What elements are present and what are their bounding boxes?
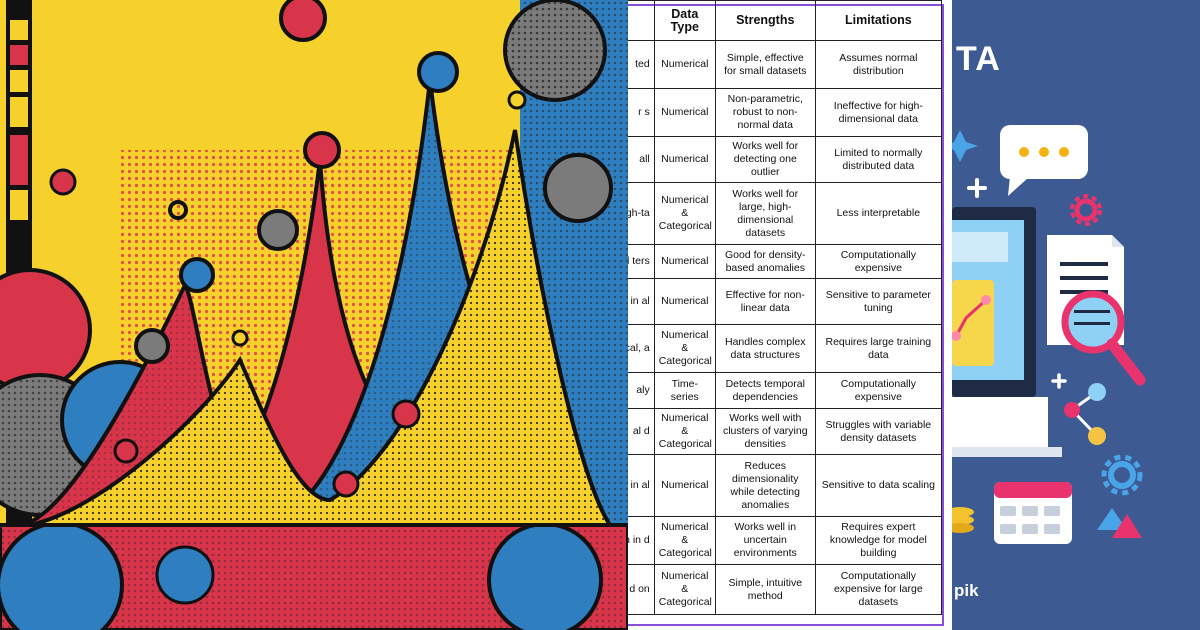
cell-method: n in d <box>628 516 655 565</box>
chat-bubble-icon <box>1000 125 1088 196</box>
calendar-icon <box>994 482 1072 544</box>
cell-data-type: Numerical & Categorical <box>653 182 716 245</box>
cell-strengths: Simple, intuitive method <box>714 564 816 615</box>
cell-limitations: Less interpretable <box>814 182 943 245</box>
cell-data-type: Numerical & Categorical <box>653 324 716 373</box>
cell-method: aly <box>628 372 655 409</box>
cell-method: d on <box>628 564 655 615</box>
cell-limitations: Struggles with variable density datasets <box>814 408 943 455</box>
cell-data-type: Numerical & Categorical <box>653 408 716 455</box>
cell-strengths: Simple, effective for small datasets <box>714 40 816 89</box>
cell-method: l ters <box>628 244 655 279</box>
cell-strengths: Works well with clusters of varying dens… <box>714 408 816 455</box>
cell-strengths: Reduces dimensionality while detecting a… <box>714 454 816 517</box>
plus-icon-2 <box>1051 373 1067 389</box>
header-data-type: Data Type <box>653 0 716 41</box>
cell-limitations: Assumes normal distribution <box>814 40 943 89</box>
cell-limitations: Sensitive to parameter tuning <box>814 278 943 325</box>
cell-data-type: Numerical <box>653 244 716 279</box>
cell-data-type: Numerical <box>653 136 716 183</box>
cell-data-type: Numerical & Categorical <box>653 564 716 615</box>
cell-method: all <box>628 136 655 183</box>
cell-data-type: Numerical <box>653 454 716 517</box>
cell-method: n, gh-ta <box>628 182 655 245</box>
cell-limitations: Computationally expensive <box>814 372 943 409</box>
laptop-icon <box>952 207 1062 457</box>
header-method <box>628 0 655 41</box>
cell-method: al d <box>628 408 655 455</box>
network-icon <box>1064 383 1106 445</box>
cell-limitations: Limited to normally distributed data <box>814 136 943 183</box>
cell-method: n in cal, a <box>628 324 655 373</box>
cell-strengths: Works well for detecting one outlier <box>714 136 816 183</box>
coins-icon <box>952 507 974 533</box>
cell-limitations: Computationally expensive <box>814 244 943 279</box>
pop-art-graphic <box>0 0 628 630</box>
cell-limitations: Ineffective for high-dimensional data <box>814 88 943 137</box>
header-strengths: Strengths <box>714 0 816 41</box>
cell-strengths: Non-parametric, robust to non-normal dat… <box>714 88 816 137</box>
cell-limitations: Sensitive to data scaling <box>814 454 943 517</box>
cell-method: ted <box>628 40 655 89</box>
magnifier-icon <box>1061 290 1146 386</box>
cell-data-type: Numerical <box>653 88 716 137</box>
cell-strengths: Works well in uncertain environments <box>714 516 816 565</box>
cell-strengths: Handles complex data structures <box>714 324 816 373</box>
cell-method: s in al <box>628 454 655 517</box>
illustration-credit-fragment: pik <box>954 581 979 600</box>
header-limitations: Limitations <box>814 0 943 41</box>
gear-icon <box>1070 194 1102 226</box>
cell-strengths: Good for density-based anomalies <box>714 244 816 279</box>
cell-limitations: Requires expert knowledge for model buil… <box>814 516 943 565</box>
cell-strengths: Works well for large, high-dimensional d… <box>714 182 816 245</box>
table-header-row: Data Type Strengths Limitations <box>628 0 943 41</box>
cell-method: n in al <box>628 278 655 325</box>
pop-art-illustration <box>0 0 628 630</box>
illustration-title-fragment: TA <box>956 40 1001 78</box>
illustration-graphic <box>952 125 1146 544</box>
cell-limitations: Requires large training data <box>814 324 943 373</box>
cell-data-type: Time-series <box>653 372 716 409</box>
shapes-icon <box>1097 508 1142 538</box>
cell-method: r s <box>628 88 655 137</box>
cell-strengths: Detects temporal dependencies <box>714 372 816 409</box>
plus-icon <box>967 178 987 198</box>
gear-blue-icon <box>1101 454 1143 496</box>
cell-data-type: Numerical <box>653 40 716 89</box>
sparkle-icon <box>952 130 978 162</box>
cell-data-type: Numerical & Categorical <box>653 516 716 565</box>
cell-data-type: Numerical <box>653 278 716 325</box>
cell-limitations: Computationally expensive for large data… <box>814 564 943 615</box>
cell-strengths: Effective for non-linear data <box>714 278 816 325</box>
data-illustration: TA <box>952 0 1200 630</box>
